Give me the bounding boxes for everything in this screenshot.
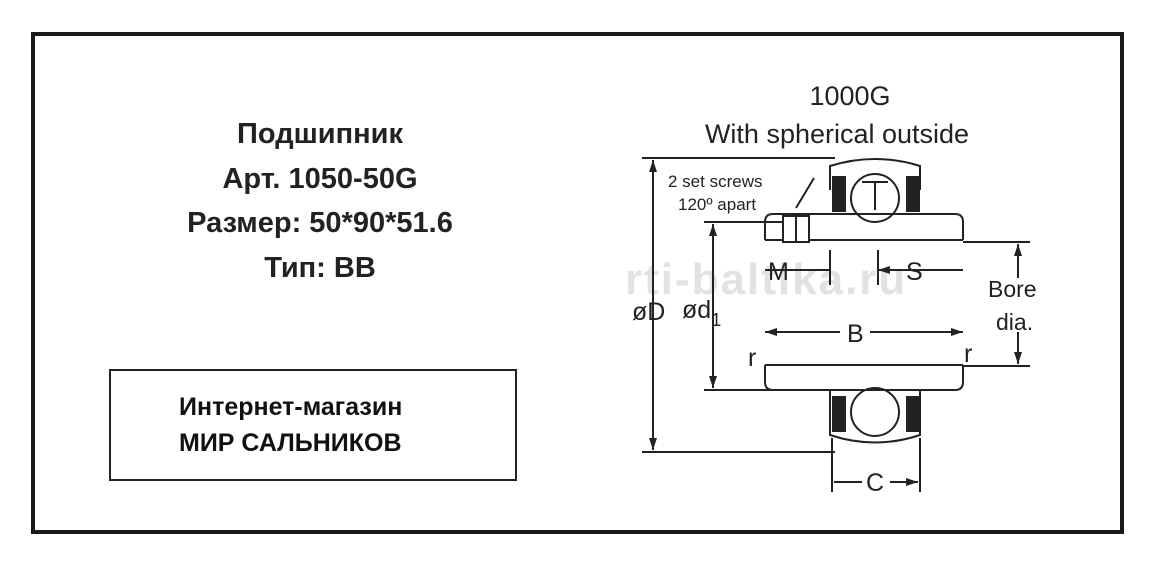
set-screw [782, 177, 815, 243]
label-d1-subscript: 1 [711, 310, 721, 330]
label-D: øD [632, 298, 665, 326]
bearing-drawing: 1000G With spherical outside øD ød1 [632, 81, 1037, 497]
shop-name: МИР САЛЬНИКОВ [179, 429, 402, 457]
set-screws-label-2: 120º apart [678, 195, 756, 214]
dimension-bore [963, 241, 1030, 367]
outer-ring-top [829, 158, 921, 223]
drawing-subtitle: With spherical outside [705, 119, 969, 149]
label-B: B [847, 320, 864, 348]
outer-ring-bottom [829, 387, 921, 444]
product-name: Подшипник [237, 118, 403, 150]
label-r-right: r [964, 340, 972, 368]
label-C: C [866, 469, 884, 497]
set-screws-label-1: 2 set screws [668, 172, 762, 191]
bore-label-1: Bore [988, 276, 1037, 302]
shop-line-1: Интернет-магазин [179, 393, 403, 421]
product-type: Тип: BB [264, 251, 376, 284]
shop-box: Интернет-магазин МИР САЛЬНИКОВ [109, 369, 517, 481]
bore-label-2: dia. [996, 309, 1033, 335]
label-S: S [906, 258, 923, 286]
label-r-left: r [748, 344, 756, 372]
border-frame [31, 32, 1124, 534]
dimension-M [765, 250, 831, 285]
dimension-S [877, 250, 963, 285]
product-article: Арт. 1050-50G [222, 162, 418, 195]
dimension-B [765, 328, 963, 336]
dimension-C [831, 438, 921, 492]
dimension-D [642, 157, 835, 453]
product-size: Размер: 50*90*51.6 [187, 207, 453, 239]
product-info: Подшипник Арт. 1050-50G Размер: 50*90*51… [100, 112, 540, 290]
label-M: M [768, 258, 789, 286]
drawing-title: 1000G [809, 81, 890, 111]
label-d1: ød1 [682, 296, 721, 330]
